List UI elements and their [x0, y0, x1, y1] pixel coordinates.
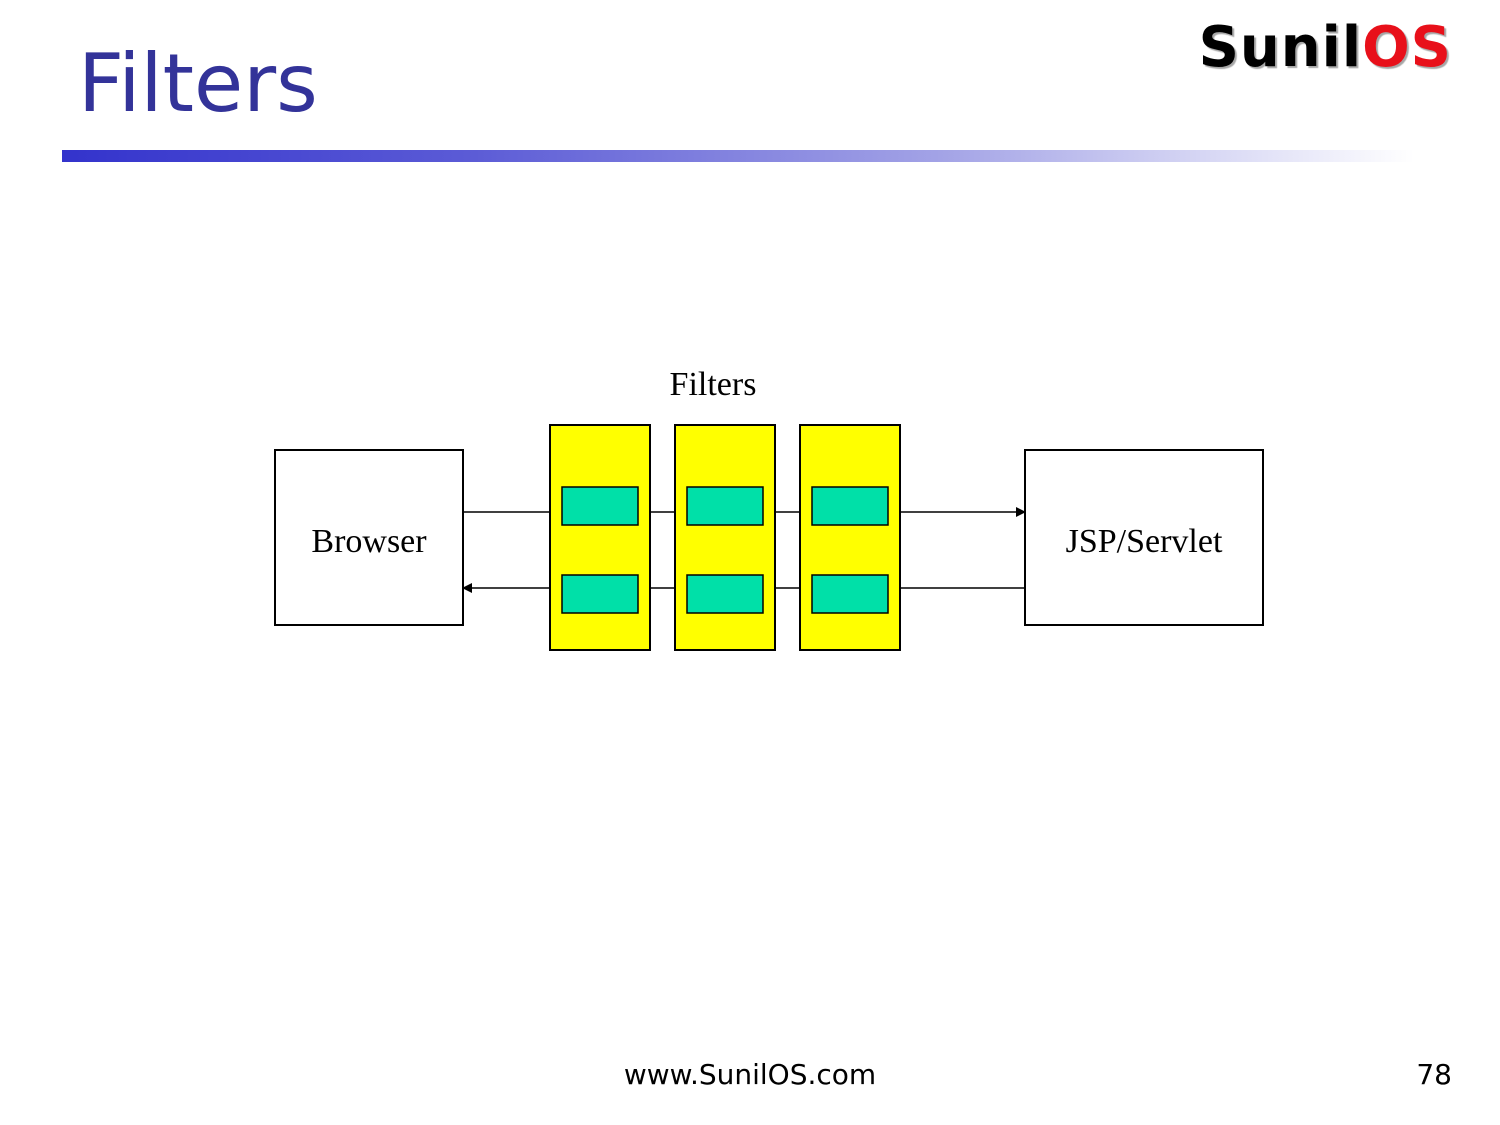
filter-3-body: [799, 424, 901, 651]
jsp-servlet-label: JSP/Servlet: [1066, 523, 1223, 560]
filter-2-request-slot: [686, 486, 764, 526]
slide-title: Filters: [78, 37, 318, 130]
logo-text-sunil: Sunil: [1198, 15, 1363, 80]
browser-node: Browser: [274, 449, 464, 626]
filter-3: [799, 424, 901, 651]
jsp-servlet-box: [1024, 449, 1264, 626]
filter-2-response-slot: [686, 574, 764, 614]
filter-2-body: [674, 424, 776, 651]
sunilos-logo: SunilOS: [1199, 16, 1452, 80]
filters-caption: Filters: [670, 366, 757, 403]
browser-box: [274, 449, 464, 626]
page-number: 78: [1416, 1058, 1452, 1091]
filter-2: [674, 424, 776, 651]
filter-3-request-slot: [811, 486, 889, 526]
logo-text-os: OS: [1362, 15, 1452, 80]
filter-3-response-slot: [811, 574, 889, 614]
title-underline: [62, 150, 1414, 162]
browser-label: Browser: [311, 523, 427, 560]
footer-url: www.SunilOS.com: [623, 1058, 877, 1091]
filter-1-request-slot: [561, 486, 639, 526]
filter-1: [549, 424, 651, 651]
jsp-servlet-node: JSP/Servlet: [1024, 449, 1264, 626]
filter-1-body: [549, 424, 651, 651]
filter-1-response-slot: [561, 574, 639, 614]
